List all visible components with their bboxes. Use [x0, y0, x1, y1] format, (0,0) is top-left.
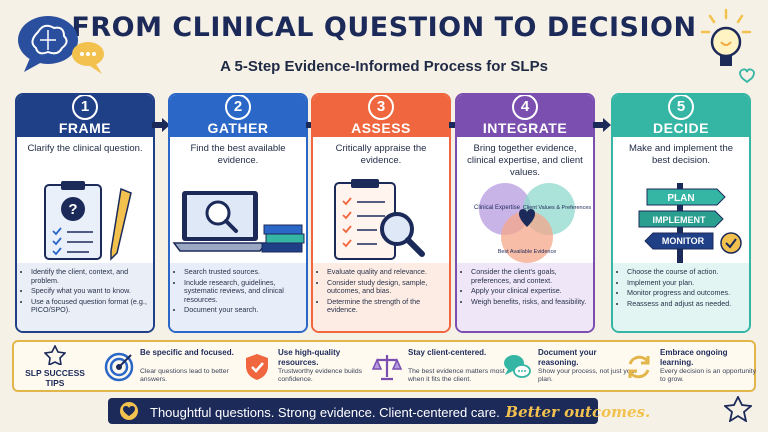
heart-badge-icon: [120, 402, 138, 420]
banner-text: Thoughtful questions. Strong evidence. C…: [150, 403, 650, 421]
tip-heading: Embrace ongoing learning.: [660, 348, 728, 367]
bullet-item: Consider the client's goals, preferences…: [471, 267, 587, 285]
bullet-item: Weigh benefits, risks, and feasibility.: [471, 297, 587, 307]
step-card-decide: 5 DECIDE Make and implement the best dec…: [611, 93, 751, 333]
step-label: INTEGRATE: [482, 120, 568, 136]
step-header: 1 FRAME: [17, 95, 153, 137]
tip-item: Document your reasoning. Show your proce…: [502, 346, 637, 390]
tip-item: Be specific and focused. Clear questions…: [104, 346, 234, 390]
bullet-item: Specify what you want to know.: [31, 287, 147, 296]
step-description: Clarify the clinical question.: [27, 143, 143, 154]
tips-title: SLP SUCCESS TIPS: [25, 368, 85, 388]
tip-item: Use high-quality resources. Trustworthy …: [242, 346, 370, 390]
venn-diagram: Clinical Expertise Client Values & Prefe…: [474, 183, 592, 263]
venn-label: Clinical Expertise: [474, 205, 521, 211]
banner-emphasis: Better outcomes.: [505, 403, 651, 421]
bullet-item: Determine the strength of the evidence.: [327, 297, 443, 315]
star-icon: [724, 396, 752, 422]
step-description: Critically appraise the evidence.: [335, 143, 427, 166]
bullet-item: Monitor progress and outcomes.: [627, 289, 743, 298]
page-title: FROM CLINICAL QUESTION TO DECISION: [71, 12, 697, 43]
step-card-frame: 1 FRAME Clarify the clinical question. ?…: [15, 93, 155, 333]
bullet-item: Implement your plan.: [627, 278, 743, 288]
banner-message: Thoughtful questions. Strong evidence. C…: [150, 405, 500, 420]
signpost-icon: PLAN IMPLEMENT MONITOR: [638, 183, 742, 263]
step-card-gather: 2 GATHER Find the best available evidenc…: [168, 93, 308, 333]
tip-item: Stay client-centered. The best evidence …: [372, 346, 505, 390]
step-label: FRAME: [58, 120, 112, 136]
bullet-item: Consider study design, sample, outcomes,…: [327, 278, 443, 296]
step-bullets: Evaluate quality and relevance. Consider…: [313, 263, 449, 331]
star-icon: [44, 345, 66, 365]
step-header: 4 INTEGRATE: [457, 95, 593, 137]
step-label: ASSESS: [351, 120, 411, 136]
bullet-item: Evaluate quality and relevance.: [327, 267, 443, 277]
step-card-integrate: 4 INTEGRATE Bring together evidence, cli…: [455, 93, 595, 333]
bullet-item: Choose the course of action.: [627, 267, 743, 277]
step-number: 5: [668, 95, 694, 120]
page-subtitle: A 5-Step Evidence-Informed Process for S…: [220, 58, 548, 75]
chat-bubbles-icon: [504, 355, 531, 378]
bullet-item: Reassess and adjust as needed.: [627, 299, 743, 309]
step-number: 3: [368, 95, 394, 120]
tip-heading: Be specific and focused.: [140, 348, 234, 357]
step-number: 4: [512, 95, 538, 120]
svg-text:?: ?: [68, 201, 77, 218]
arrow-right-icon: [593, 118, 611, 132]
bottom-banner: Thoughtful questions. Strong evidence. C…: [108, 398, 650, 424]
step-bullets: Search trusted sources. Include research…: [170, 263, 306, 331]
step-description: Find the best available evidence.: [190, 143, 286, 166]
clipboard-question-icon: ?: [44, 181, 132, 261]
shield-check-icon: [246, 354, 268, 380]
check-icon: [720, 232, 742, 254]
bullet-item: Include research, guidelines, systematic…: [184, 278, 300, 305]
step-description: Bring together evidence, clinical expert…: [467, 143, 583, 178]
step-header: 3 ASSESS: [313, 95, 449, 137]
tip-item: Embrace ongoing learning. Every decision…: [624, 346, 756, 390]
refresh-cycle-icon: [628, 355, 650, 379]
sign-implement: IMPLEMENT: [653, 215, 707, 225]
step-number: 2: [225, 95, 251, 120]
step-description: Make and implement the best decision.: [628, 143, 734, 166]
step-header: 5 DECIDE: [613, 95, 749, 137]
bullet-item: Search trusted sources.: [184, 267, 300, 277]
tip-body: Trustworthy evidence builds confidence.: [278, 368, 362, 383]
target-icon: [104, 352, 134, 382]
laptop-search-icon: [172, 191, 305, 253]
lightbulb-icon: [700, 8, 755, 84]
bullet-item: Document your search.: [184, 306, 300, 315]
step-label: DECIDE: [653, 120, 709, 136]
tip-heading: Document your reasoning.: [538, 348, 597, 367]
clipboard-magnifier-icon: [334, 179, 425, 260]
bullet-item: Identify the client, context, and proble…: [31, 267, 147, 285]
heart-icon: [519, 209, 535, 227]
step-label: GATHER: [207, 120, 269, 136]
step-number: 1: [72, 95, 98, 120]
tip-heading: Use high-quality resources.: [278, 348, 341, 367]
step-header: 2 GATHER: [170, 95, 306, 137]
tip-body: The best evidence matters most when it f…: [408, 368, 505, 383]
tip-body: Show your process, not just your plan.: [538, 368, 637, 383]
venn-label: Best Available Evidence: [498, 249, 557, 255]
success-tips-panel: SLP SUCCESS TIPS Be specific and focused…: [12, 340, 756, 392]
bullet-item: Apply your clinical expertise.: [471, 287, 587, 296]
tip-body: Every decision is an opportunity to grow…: [660, 368, 756, 383]
sign-monitor: MONITOR: [662, 236, 705, 246]
sign-plan: PLAN: [667, 193, 694, 204]
tip-body: Clear questions lead to better answers.: [140, 368, 229, 383]
brain-speech-icon: [18, 16, 104, 74]
step-bullets: Identify the client, context, and proble…: [17, 263, 153, 331]
step-card-assess: 3 ASSESS Critically appraise the evidenc…: [311, 93, 451, 333]
arrow-right-icon: [152, 118, 170, 132]
step-bullets: Consider the client's goals, preferences…: [457, 263, 593, 331]
venn-label: Client Values & Preferences: [523, 205, 592, 211]
bullet-item: Use a focused question format (e.g., PIC…: [31, 297, 147, 315]
tip-heading: Stay client-centered.: [408, 348, 487, 357]
scale-icon: [372, 355, 402, 381]
step-bullets: Choose the course of action. Implement y…: [613, 263, 749, 331]
